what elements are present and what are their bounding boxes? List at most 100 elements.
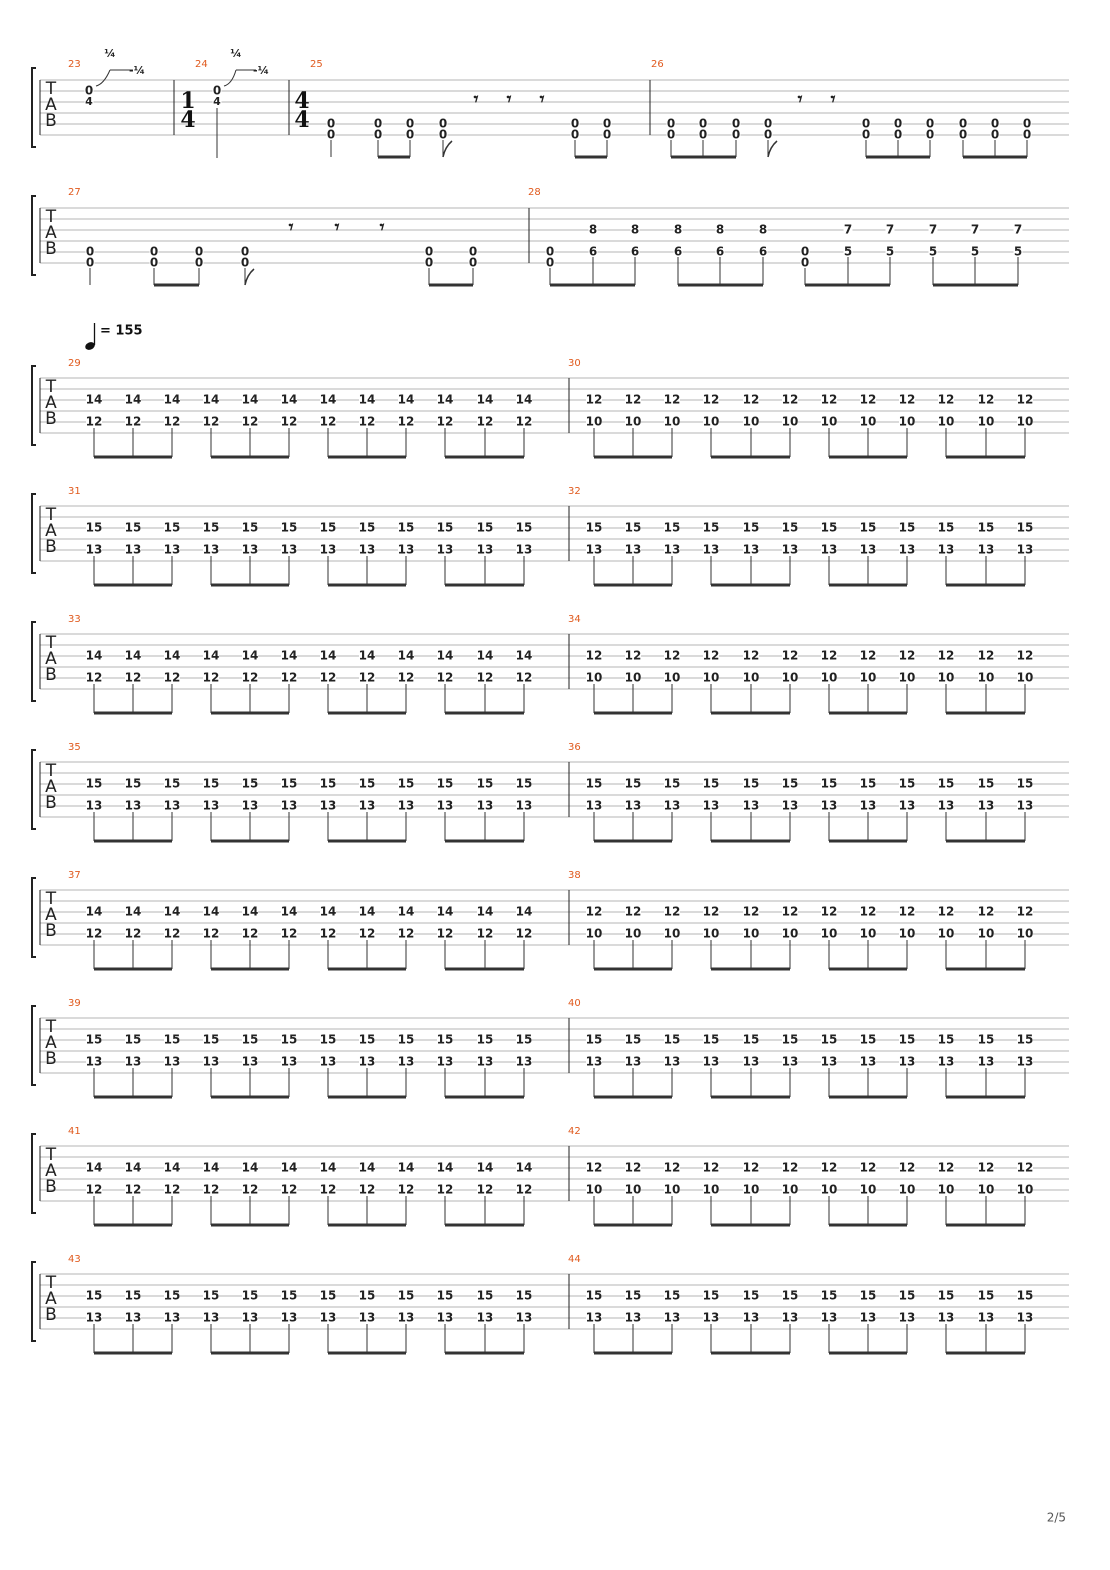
fret-number: 0 [862, 128, 870, 142]
fret-background [477, 672, 493, 684]
fret-background [477, 1162, 493, 1174]
fret-number: 13 [860, 1311, 877, 1325]
fret-number: 10 [899, 415, 916, 429]
fret-background [703, 1162, 719, 1174]
measure-number: 27 [68, 187, 81, 198]
flag [767, 140, 778, 158]
fret-number: 14 [164, 649, 181, 663]
fret-number: 10 [586, 927, 603, 941]
fret-number: 15 [437, 1033, 454, 1047]
fret-number: 10 [782, 927, 799, 941]
measure-number: 23 [68, 59, 81, 70]
fret-number: 12 [586, 905, 603, 919]
fret-background [899, 394, 915, 406]
fret-number: 12 [743, 1161, 760, 1175]
fret-background [125, 906, 141, 918]
fret-number: 15 [86, 1289, 103, 1303]
fret-background [899, 778, 915, 790]
fret-background [86, 778, 102, 790]
measure-number: 29 [68, 358, 81, 369]
fret-number: 13 [821, 1311, 838, 1325]
fret-background [664, 778, 680, 790]
fret-background [373, 129, 383, 141]
fret-number: 13 [664, 799, 681, 813]
fret-background [437, 1312, 453, 1324]
fret-number: 15 [86, 777, 103, 791]
fret-background [703, 1056, 719, 1068]
fret-background [437, 906, 453, 918]
fret-number: 15 [437, 521, 454, 535]
fret-number: 12 [899, 905, 916, 919]
fret-number: 12 [899, 649, 916, 663]
fret-number: 12 [477, 671, 494, 685]
fret-number: 12 [860, 649, 877, 663]
system-bracket [31, 365, 36, 446]
fret-background [86, 1034, 102, 1046]
tab-clef-letter-b: B [45, 409, 57, 429]
tab-clef-letter-t: T [45, 633, 57, 653]
fret-background [625, 522, 641, 534]
fret-background [938, 1056, 954, 1068]
fret-background [203, 906, 219, 918]
fret-number: 13 [359, 543, 376, 557]
fret-background [438, 118, 448, 130]
tab-clef-letter-t: T [45, 1273, 57, 1293]
fret-number: 13 [978, 799, 995, 813]
fret-number: 15 [203, 521, 220, 535]
fret-number: 10 [899, 1183, 916, 1197]
measure-number: 28 [528, 187, 541, 198]
fret-background [86, 416, 102, 428]
fret-number: 12 [398, 415, 415, 429]
fret-number: 15 [821, 521, 838, 535]
fret-background [570, 129, 580, 141]
fret-number: 14 [125, 905, 142, 919]
fret-background [782, 1312, 798, 1324]
fret-background [203, 1034, 219, 1046]
fret-background [928, 246, 938, 258]
fret-background [281, 778, 297, 790]
fret-number: 15 [938, 1033, 955, 1047]
fret-number: 15 [359, 777, 376, 791]
fret-number: 12 [203, 671, 220, 685]
flag [244, 268, 255, 286]
fret-number: 10 [586, 671, 603, 685]
fret-number: 12 [242, 415, 259, 429]
measure-number: 35 [68, 742, 81, 753]
fret-background [437, 522, 453, 534]
fret-number: 13 [203, 1311, 220, 1325]
fret-number: 0 [667, 117, 675, 131]
fret-background [743, 1056, 759, 1068]
fret-background [703, 1312, 719, 1324]
system-bracket [31, 1005, 36, 1086]
fret-background [625, 672, 641, 684]
fret-background [958, 118, 968, 130]
fret-number: 15 [437, 1289, 454, 1303]
fret-number: 13 [281, 1311, 298, 1325]
fret-number: 12 [86, 415, 103, 429]
fret-number: 4 [213, 95, 221, 108]
fret-number: 14 [398, 393, 415, 407]
fret-background [664, 1312, 680, 1324]
fret-background [320, 800, 336, 812]
fret-background [860, 544, 876, 556]
fret-background [203, 1162, 219, 1174]
tab-clef-letter-t: T [45, 505, 57, 525]
fret-background [782, 1184, 798, 1196]
fret-background [861, 129, 871, 141]
fret-background [242, 1056, 258, 1068]
fret-number: 13 [86, 799, 103, 813]
fret-number: 12 [664, 649, 681, 663]
fret-background [242, 544, 258, 556]
fret-background [320, 1184, 336, 1196]
fret-background [320, 1034, 336, 1046]
fret-number: 5 [1014, 245, 1022, 259]
fret-background [625, 1056, 641, 1068]
fret-number: 15 [125, 777, 142, 791]
fret-number: 12 [477, 1183, 494, 1197]
fret-number: 12 [625, 905, 642, 919]
tab-clef-letter-t: T [45, 1145, 57, 1165]
fret-number: 0 [439, 117, 447, 131]
measure-number: 30 [568, 358, 581, 369]
fret-number: 15 [320, 1289, 337, 1303]
fret-background [359, 416, 375, 428]
